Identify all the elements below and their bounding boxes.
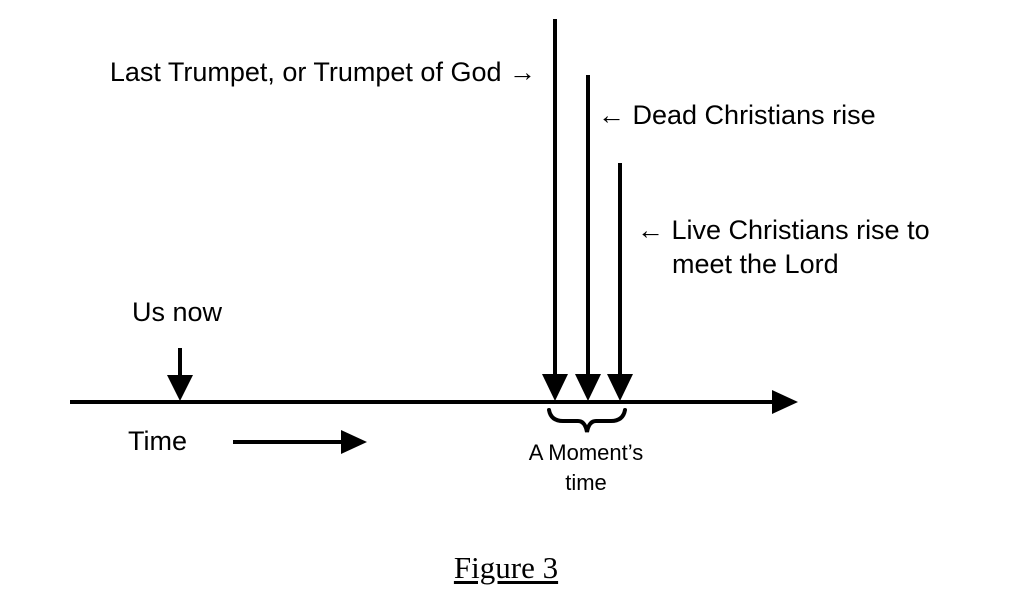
trumpet-label: Last Trumpet, or Trumpet of God →: [109, 57, 536, 87]
dead-rise-label: ← Dead Christians rise: [598, 100, 876, 130]
us-now-arrowhead: [167, 375, 193, 401]
trumpet-event-arrowhead: [542, 374, 568, 401]
moment-brace: [547, 408, 627, 433]
moment-label: A Moment’s time: [506, 438, 666, 498]
moment-label-line2: time: [565, 470, 607, 495]
time-label: Time: [128, 426, 187, 456]
live-rise-label-line2: meet the Lord: [672, 249, 839, 279]
time-axis-arrowhead: [772, 390, 798, 414]
us-now-label: Us now: [132, 297, 223, 327]
moment-label-line1: A Moment’s: [528, 440, 644, 465]
figure-caption: Figure 3: [453, 550, 559, 585]
dead-rise-event-arrowhead: [575, 374, 601, 401]
live-rise-event-arrowhead: [607, 374, 633, 401]
live-rise-label: ← Live Christians rise to meet the Lord: [637, 213, 930, 281]
time-direction-arrowhead: [341, 430, 367, 454]
live-rise-label-line1: ← Live Christians rise to: [637, 215, 930, 245]
